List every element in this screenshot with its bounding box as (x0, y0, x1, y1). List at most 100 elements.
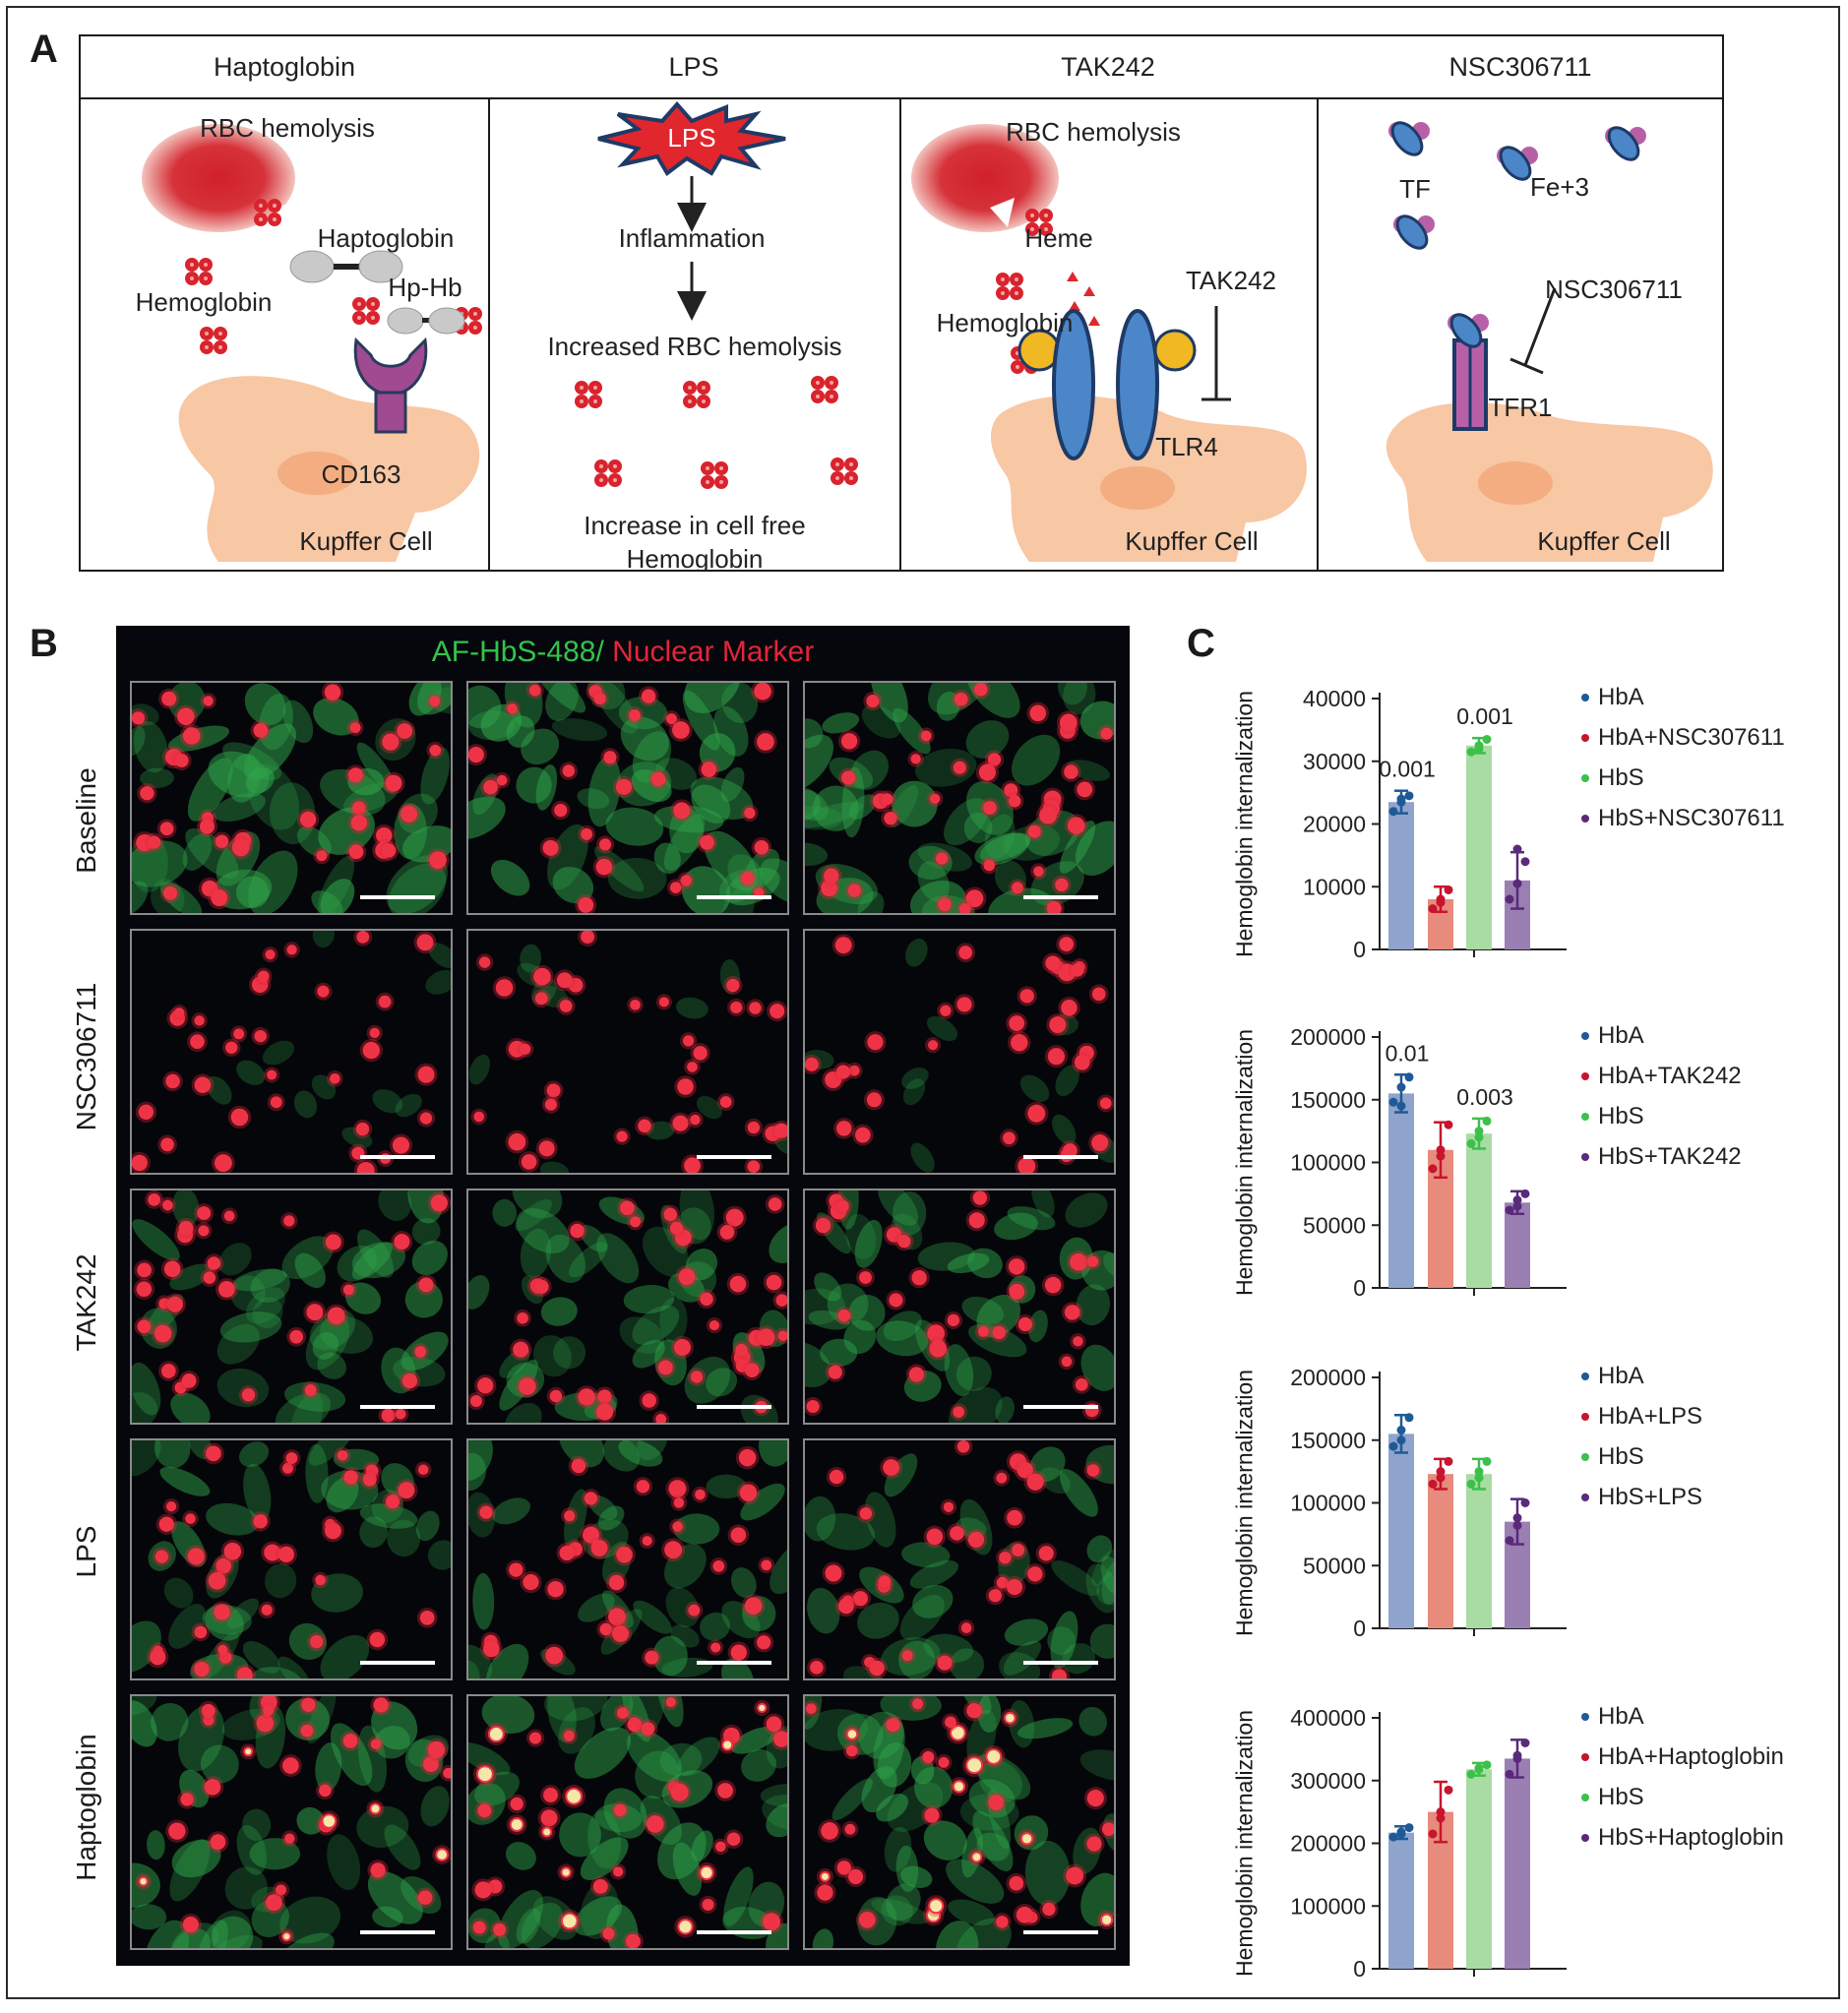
data-point (1428, 1164, 1438, 1174)
legend-marker (1581, 1413, 1589, 1421)
nsc306711-schematic: TF Fe+3 NSC306711 TFR1 Kupffer Cell (1319, 99, 1724, 570)
tak242-diagram: RBC hemolysis Heme TAK242 Hemoglobin TLR… (911, 117, 1307, 562)
col-divider-3 (1317, 97, 1319, 570)
hemoglobin-label-3: Hemoglobin (937, 308, 1074, 337)
haptoglobin-schematic: RBC hemolysis Haptoglobin Hemoglobin Hp-… (81, 99, 488, 570)
hemoglobin-label-2: Hemoglobin (627, 544, 764, 570)
hp-hb-complex-icon (387, 307, 465, 335)
data-point (1436, 1151, 1446, 1161)
scale-bar (697, 1661, 771, 1665)
legend-label: HbS (1598, 1443, 1644, 1470)
data-point (1436, 1807, 1446, 1817)
tak242-schematic: RBC hemolysis Heme TAK242 Hemoglobin TLR… (901, 99, 1317, 570)
legend-label: HbA+Haptoglobin (1598, 1743, 1784, 1770)
data-point (1396, 1082, 1406, 1092)
cd163-receptor-icon (353, 336, 428, 434)
data-point (1512, 844, 1522, 854)
scale-bar (1023, 895, 1098, 899)
data-point (1396, 1435, 1406, 1445)
legend-label: HbS+TAK242 (1598, 1143, 1742, 1170)
micrograph-tile (803, 1438, 1116, 1680)
data-point (1404, 1072, 1414, 1082)
data-point (1428, 904, 1438, 914)
lps-diagram: LPS Inflammation Increased RBC hemolysis… (547, 100, 858, 570)
bar (1388, 802, 1414, 949)
legend-marker (1581, 1153, 1589, 1161)
bar (1388, 1832, 1414, 1969)
data-point (1474, 1763, 1484, 1773)
data-point (1482, 734, 1492, 744)
y-tick-label: 200000 (1290, 1365, 1366, 1390)
bar (1466, 745, 1492, 949)
legend-label: HbS+LPS (1598, 1484, 1702, 1510)
green-channel-label: AF-HbS-488/ (431, 636, 604, 668)
inhibition-bar-icon (1201, 306, 1231, 401)
nsc306711-diagram: TF Fe+3 NSC306711 TFR1 Kupffer Cell (1385, 115, 1713, 562)
col-divider-2 (899, 97, 901, 570)
header-divider (81, 97, 1722, 99)
y-tick-label: 30000 (1303, 749, 1366, 774)
rbc-hemolysis-label: RBC hemolysis (200, 113, 375, 143)
bar (1388, 1434, 1414, 1628)
scale-bar (360, 1155, 435, 1159)
p-value-annotation: 0.001 (1456, 703, 1513, 729)
data-point (1466, 1769, 1476, 1779)
heme-label: Heme (1024, 223, 1092, 253)
data-point (1520, 857, 1530, 867)
y-tick-label: 0 (1353, 1275, 1366, 1301)
tlr4-label: TLR4 (1155, 432, 1218, 461)
legend-marker (1581, 1072, 1589, 1080)
y-tick-label: 200000 (1290, 1024, 1366, 1050)
legend-label: HbS+Haptoglobin (1598, 1824, 1784, 1851)
legend-marker (1581, 774, 1589, 782)
lps-burst-label: LPS (667, 123, 715, 152)
legend-marker (1581, 815, 1589, 823)
y-tick-label: 200000 (1290, 1831, 1366, 1857)
bar-chart-svg: 0500001000001500002000000.010.003HbAHbA+… (1290, 1022, 1742, 1301)
data-point (1482, 1760, 1492, 1770)
increase-cell-free-label: Increase in cell free (584, 511, 805, 540)
panel-c-letter: C (1187, 622, 1215, 665)
bar (1466, 1133, 1492, 1288)
data-point (1482, 1456, 1492, 1466)
data-point (1388, 1441, 1398, 1451)
data-point (1474, 1473, 1484, 1483)
data-point (1444, 1120, 1453, 1129)
y-axis-label: Hemoglobin internalization (1231, 1709, 1258, 1977)
scale-bar (697, 895, 771, 899)
p-value-annotation: 0.001 (1379, 757, 1436, 782)
cd163-label: CD163 (322, 459, 401, 489)
y-tick-label: 0 (1353, 1956, 1366, 1982)
scale-bar (360, 1405, 435, 1409)
y-tick-label: 50000 (1303, 1553, 1366, 1578)
legend-marker (1581, 1372, 1589, 1380)
tlr4-receptor-icon (1017, 309, 1197, 460)
data-point (1520, 1498, 1530, 1507)
scale-bar (697, 1155, 771, 1159)
red-channel-label: Nuclear Marker (612, 636, 815, 668)
tfr1-label: TFR1 (1489, 393, 1553, 422)
data-point (1505, 894, 1514, 904)
y-axis-label: Hemoglobin internalization (1231, 1028, 1258, 1296)
micrograph-tile (466, 1694, 789, 1950)
data-point (1505, 1536, 1514, 1546)
panel-b-letter: B (30, 622, 58, 665)
data-point (1436, 1467, 1446, 1477)
y-tick-label: 400000 (1290, 1705, 1366, 1731)
data-point (1520, 1738, 1530, 1747)
header-haptoglobin: Haptoglobin (213, 52, 356, 82)
p-value-annotation: 0.01 (1386, 1040, 1430, 1066)
legend-label: HbS (1598, 1784, 1644, 1810)
y-tick-label: 150000 (1290, 1087, 1366, 1113)
legend-label: HbA+NSC307611 (1598, 724, 1785, 751)
data-point (1436, 1145, 1446, 1155)
micrograph-tile (466, 1189, 789, 1425)
scale-bar (1023, 1930, 1098, 1934)
data-point (1388, 1832, 1398, 1842)
figure-frame (6, 6, 1840, 1999)
row-label-haptoglobin: Haptoglobin (71, 1734, 101, 1881)
fe3-label: Fe+3 (1530, 172, 1589, 202)
